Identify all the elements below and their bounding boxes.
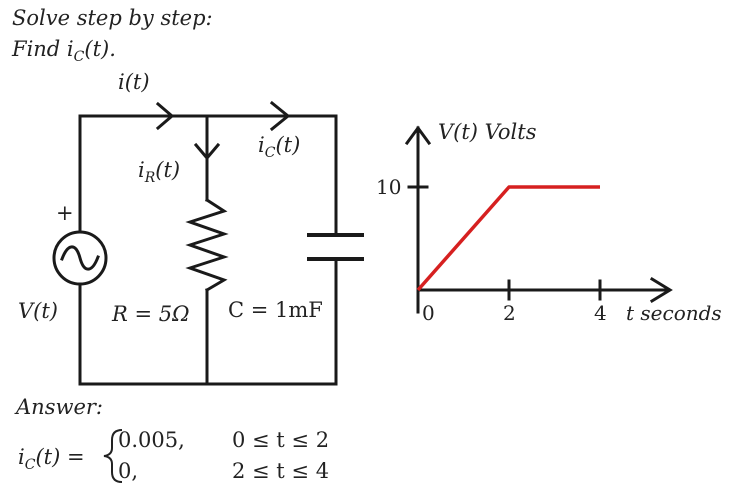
voltage-graph: 0 2 4 10 V(t) Volts t seconds <box>376 120 722 325</box>
answer-lhs: iC(t) = <box>18 445 85 473</box>
capacitor-current-label: iC(t) <box>258 133 300 161</box>
answer-brace <box>103 429 123 483</box>
answer-case-1-value: 0.005, <box>118 428 185 452</box>
answer-case-1-condition: 0 ≤ t ≤ 2 <box>232 428 329 452</box>
graph-x-arrowhead <box>649 276 673 304</box>
source-voltage-label: V(t) <box>18 299 58 323</box>
source-plus-sign: + <box>56 201 74 225</box>
answer-block: Answer: iC(t) = 0.005, 0 ≤ t ≤ 2 0, 2 ≤ … <box>14 395 329 483</box>
voltage-series-line <box>416 185 600 292</box>
graph-y-arrowhead <box>404 125 432 146</box>
answer-case-2-condition: 2 ≤ t ≤ 4 <box>232 459 329 483</box>
resistor-symbol <box>185 197 229 293</box>
prompt-line-1: Solve step by step: <box>12 6 213 30</box>
answer-case-2-value: 0, <box>118 459 138 483</box>
ac-source-icon <box>52 230 108 286</box>
resistor-current-label: iR(t) <box>138 158 180 186</box>
ac-sine-glyph <box>60 245 100 271</box>
x-tick-label-2: 4 <box>594 301 607 325</box>
source-current-label: i(t) <box>118 70 150 94</box>
answer-heading: Answer: <box>14 395 103 419</box>
y-tick-label-0: 10 <box>376 175 401 199</box>
arrow-capacitor-current <box>269 100 291 132</box>
graph-x-label: t seconds <box>626 301 722 325</box>
capacitor-value-label: C = 1mF <box>228 298 323 322</box>
arrow-resistor-current <box>193 142 221 161</box>
prompt-line-2: Find iC(t). <box>11 37 116 65</box>
graph-y-label: V(t) Volts <box>438 120 537 144</box>
x-tick-label-1: 2 <box>503 301 516 325</box>
arrow-source-current <box>155 101 175 131</box>
circuit-diagram: i(t) iR(t) iC(t) + V(t) R = 5Ω C = 1mF <box>18 70 364 386</box>
resistor-value-label: R = 5Ω <box>111 302 190 326</box>
x-tick-label-0: 0 <box>422 301 435 325</box>
